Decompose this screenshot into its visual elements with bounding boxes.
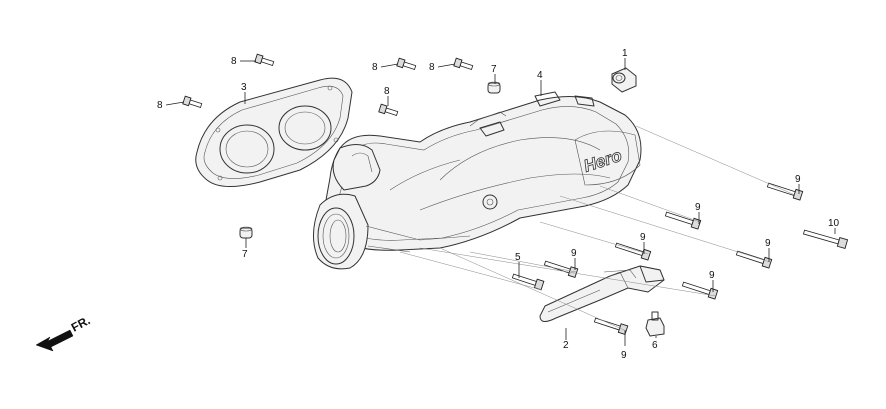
callout-labels: 1 2 3 4 5 6 7 7 8 8 8 8 8 9 9 9 9 9 9 9 … (157, 48, 840, 361)
part-10-long-bolt (802, 229, 849, 250)
part-9-bolt-f (681, 281, 719, 300)
front-direction-indicator: FR. (35, 313, 93, 352)
callout-9-e: 9 (571, 248, 577, 259)
alignment-lines (399, 125, 796, 331)
part-9-bolt-d (735, 250, 773, 269)
part-8-screw-a (254, 53, 275, 66)
callout-8-a: 8 (231, 56, 237, 67)
callout-2: 2 (563, 340, 569, 351)
callout-8-c: 8 (429, 62, 435, 73)
callout-3: 3 (241, 82, 247, 93)
callout-9-a: 9 (795, 174, 801, 185)
part-6-rubber-mount (645, 311, 665, 337)
callout-9-f: 9 (709, 270, 715, 281)
part-8-screw-d (182, 95, 203, 108)
front-label: FR. (69, 313, 93, 334)
callout-9-g: 9 (621, 350, 627, 361)
part-1-collar (611, 67, 637, 93)
callout-8-b: 8 (372, 62, 378, 73)
callout-4: 4 (537, 70, 543, 81)
part-9-bolt-g (593, 317, 629, 336)
callout-leaders (165, 58, 836, 346)
front-arrow-icon (35, 329, 74, 352)
callout-6: 6 (652, 340, 658, 351)
callout-7-lower: 7 (242, 249, 248, 260)
part-3-outer-plate (195, 77, 353, 187)
callout-5: 5 (515, 252, 521, 263)
part-9-bolt-b (664, 211, 702, 230)
callout-8-e: 8 (384, 86, 390, 97)
callout-7-upper: 7 (491, 64, 497, 75)
callout-9-b: 9 (695, 202, 701, 213)
part-8-screw-c (453, 57, 474, 70)
callout-9-d: 9 (765, 238, 771, 249)
part-7-dowel-upper (487, 81, 501, 94)
callout-9-c: 9 (640, 232, 646, 243)
part-9-bolt-c (614, 242, 652, 261)
part-7-dowel-lower (239, 226, 253, 239)
part-4-crankcase-cover: Hero (313, 91, 642, 270)
callout-8-d: 8 (157, 100, 163, 111)
part-8-screw-e (378, 103, 399, 116)
callout-10: 10 (828, 218, 840, 229)
callout-1: 1 (622, 48, 628, 59)
part-8-screw-b (396, 57, 417, 70)
part-5-bolt (511, 273, 545, 291)
part-2-bracket (539, 265, 665, 322)
part-9-bolt-e (543, 260, 579, 279)
